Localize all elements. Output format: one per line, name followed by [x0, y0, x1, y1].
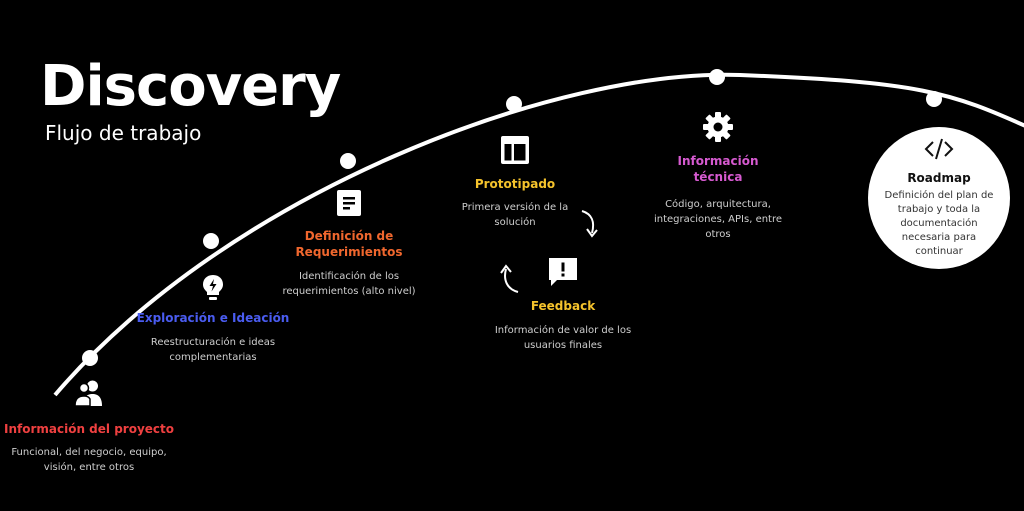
page-subtitle: Flujo de trabajo	[45, 121, 202, 145]
step-label: Información técnica	[677, 154, 759, 184]
timeline-node	[709, 69, 725, 85]
cycle-arrow-down-icon	[581, 210, 598, 238]
timeline-path	[53, 72, 1024, 397]
timeline-node	[506, 96, 522, 112]
step-label: Definición de Requerimientos	[295, 229, 403, 259]
timeline-node	[340, 153, 356, 169]
step-label: Información del proyecto	[4, 422, 175, 436]
step-description: Definición del plan de trabajo y toda la…	[884, 190, 994, 257]
step-description: Reestructuración e ideas complementarias	[150, 337, 276, 363]
step-prototipado: Prototipado Primera versión de la soluci…	[430, 134, 600, 230]
page-title: Discovery	[40, 54, 341, 119]
step-info-tecnica: Información técnica Código, arquitectura…	[633, 111, 803, 242]
step-label: Prototipado	[474, 177, 556, 191]
timeline-node	[82, 350, 98, 366]
step-roadmap: Roadmap Definición del plan de trabajo y…	[868, 127, 1010, 269]
step-description: Código, arquitectura, integraciones, API…	[653, 199, 783, 240]
lightbulb-icon	[203, 275, 223, 300]
cycle-arrow-up-icon	[500, 264, 519, 293]
step-description: Primera versión de la solución	[461, 202, 569, 228]
timeline-node	[926, 91, 942, 107]
step-description: Identificación de los requerimientos (al…	[282, 271, 416, 297]
step-description: Funcional, del negocio, equipo, visión, …	[11, 447, 167, 473]
document-icon	[337, 190, 361, 216]
step-label: Feedback	[530, 299, 596, 313]
feedback-icon	[549, 258, 577, 286]
code-icon	[924, 138, 954, 160]
step-info-proyecto: Información del proyecto Funcional, del …	[4, 377, 174, 475]
step-label: Roadmap	[907, 171, 971, 185]
timeline-node	[203, 233, 219, 249]
layout-icon	[501, 136, 529, 164]
step-definicion: Definición de Requerimientos Identificac…	[264, 188, 434, 299]
users-icon	[74, 380, 102, 407]
gear-icon	[703, 112, 733, 142]
step-description: Información de valor de los usuarios fin…	[494, 325, 632, 351]
step-exploracion: Exploración e Ideación Reestructuración …	[128, 272, 298, 365]
step-feedback: Feedback Información de valor de los usu…	[478, 256, 648, 353]
step-label: Exploración e Ideación	[136, 311, 290, 325]
